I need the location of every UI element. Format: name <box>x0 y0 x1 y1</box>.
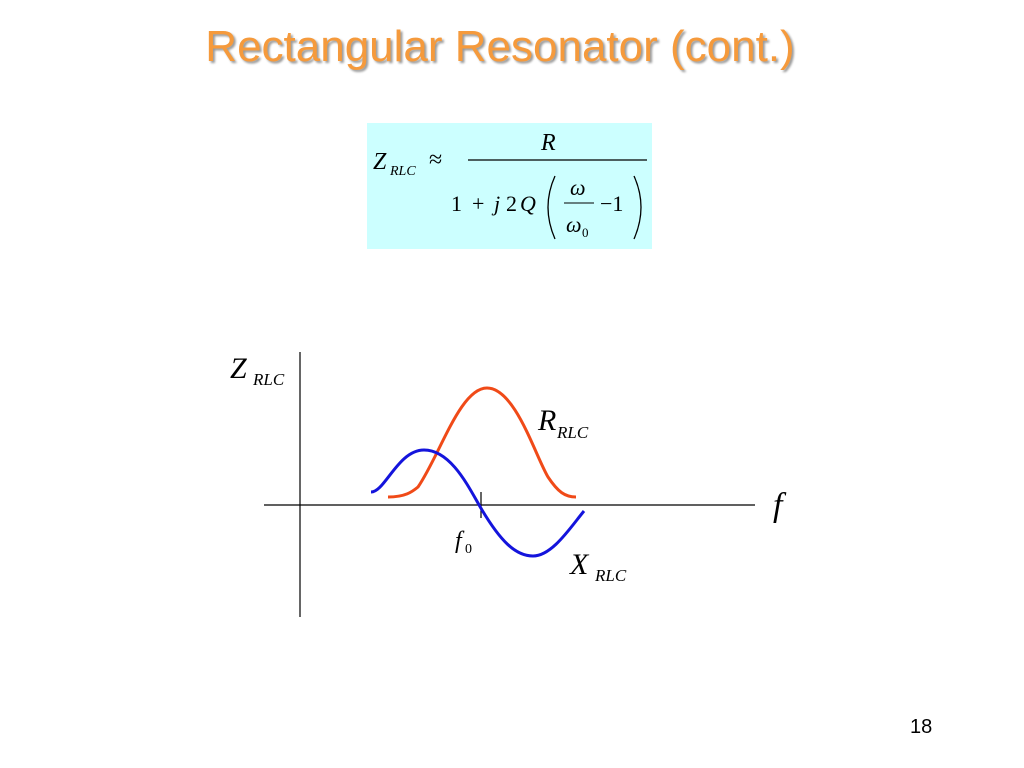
formula-z-symbol: Z <box>373 149 387 175</box>
formula-denom-q: Q <box>520 191 536 216</box>
formula-denom-two: 2 <box>506 191 517 216</box>
formula-omega: ω <box>570 175 586 200</box>
x-axis-label: f <box>773 487 787 524</box>
formula-denom-j: j <box>491 191 500 216</box>
page-number: 18 <box>910 716 933 738</box>
r-curve-label: R <box>537 404 556 437</box>
formula-minus-one: −1 <box>600 191 623 216</box>
x-curve-label: X <box>569 548 590 581</box>
formula-denom-plus: + <box>472 191 484 216</box>
formula-right-paren <box>633 175 642 240</box>
formula-z-subscript: RLC <box>389 164 416 179</box>
formula-numerator-r: R <box>540 130 556 156</box>
resistance-curve <box>387 386 577 499</box>
formula-omega-zero: ω <box>566 212 582 237</box>
slide-title: Rectangular Resonator (cont.) <box>205 22 795 71</box>
y-axis-label-subscript: RLC <box>252 370 285 389</box>
impedance-formula: Z RLC ≈ R 1 + j 2 Q ω ω 0 −1 <box>373 130 647 240</box>
reactance-curve <box>370 448 586 558</box>
f0-label-subscript: 0 <box>465 542 472 557</box>
formula-left-paren <box>547 175 556 240</box>
f0-label: f <box>455 528 465 554</box>
impedance-formula-box: Z RLC ≈ R 1 + j 2 Q ω ω 0 −1 <box>367 123 652 249</box>
formula-approx-sign: ≈ <box>429 147 442 173</box>
formula-omega-zero-subscript: 0 <box>582 225 589 240</box>
y-axis-label: Z <box>230 352 247 385</box>
r-curve-label-subscript: RLC <box>556 423 589 442</box>
formula-denom-one: 1 <box>451 191 462 216</box>
x-curve-label-subscript: RLC <box>594 566 627 585</box>
